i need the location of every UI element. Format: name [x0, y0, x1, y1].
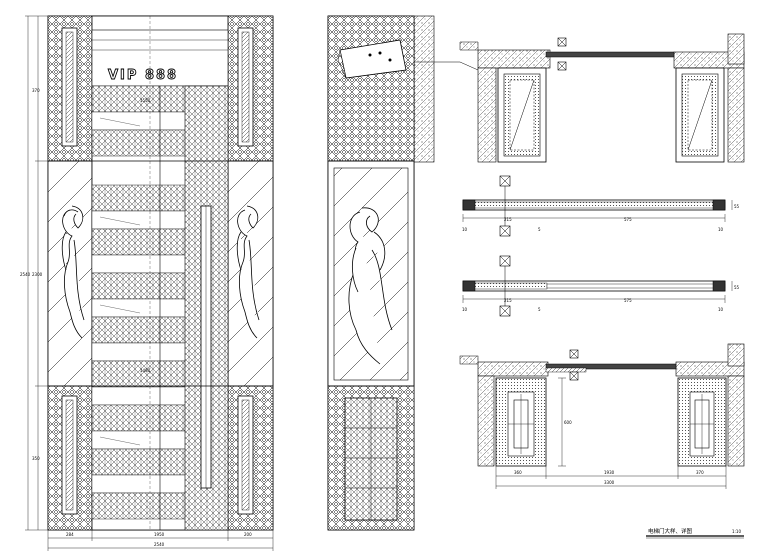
dim-s1-b: 5 [538, 227, 541, 232]
drawing-scale: 1:10 [732, 529, 741, 534]
section-detail-1: 10 5 215 575 10 55 [462, 175, 740, 237]
dim-inner-door-height: 1550 [140, 98, 151, 103]
dim-plan-right: 370 [696, 470, 704, 475]
dim-s2-c: 215 [504, 298, 512, 303]
sign-box-side [337, 39, 407, 79]
dim-bottom-left: 284 [66, 532, 74, 537]
dim-s1-e: 10 [718, 227, 724, 232]
dim-inner-door-width: 1480 [140, 368, 151, 373]
section-detail-2: 10 5 215 575 10 55 [462, 255, 740, 317]
dim-s1-a: 10 [462, 227, 468, 232]
drawing-title-block: 电梯门大样、详图 1:10 [646, 527, 744, 539]
dim-bottom-centre: 1950 [154, 532, 165, 537]
dim-left-side-total: 2540 [20, 272, 31, 277]
dim-s1-f: 55 [734, 204, 740, 209]
dim-s2-a: 10 [462, 307, 468, 312]
dim-left-side-top: 370 [32, 88, 40, 93]
dim-plan-centre: 1930 [604, 470, 615, 475]
plan-detail-bottom: 360 1930 370 3300 600 [459, 343, 745, 489]
plan-detail-top [459, 33, 745, 163]
ornamental-figure-side [348, 207, 393, 365]
drawing-title: 电梯门大样、详图 [648, 527, 693, 535]
dim-plan-left: 360 [514, 470, 522, 475]
side-elevation [327, 15, 479, 531]
dim-plan-total: 3300 [604, 480, 615, 485]
dim-plan-side: 600 [564, 420, 572, 425]
dim-left-side-mid: 2300 [32, 272, 43, 277]
dim-s2-e: 10 [718, 307, 724, 312]
dim-s1-c: 215 [504, 217, 512, 222]
dim-bottom-total: 2540 [154, 542, 165, 547]
dim-bottom-right: 200 [244, 532, 252, 537]
dim-s2-d: 575 [624, 298, 632, 303]
ornamental-figure-right [236, 205, 260, 339]
dim-s2-f: 55 [734, 285, 740, 290]
ornamental-figure-left [61, 205, 85, 339]
vip-sign: VIP 888 [108, 68, 178, 83]
front-elevation: VIP 888 [20, 15, 274, 551]
dim-s2-b: 5 [538, 307, 541, 312]
dim-s1-d: 575 [624, 217, 632, 222]
dim-left-side-bottom: 350 [32, 456, 40, 461]
